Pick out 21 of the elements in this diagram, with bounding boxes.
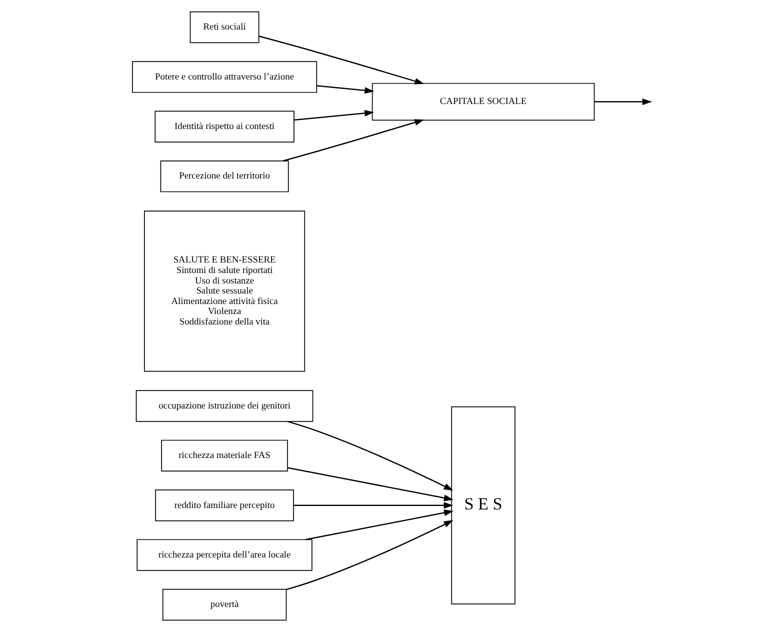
node-box: SALUTE E BEN-ESSERE Sintomi di salute riportati Uso di sostanze Salute sessuale Alimentazione attività fisica Violenza Soddisfazione della vita — [144, 210, 306, 372]
node-box: ricchezza percepita dell’area locale — [136, 539, 312, 571]
arrow — [258, 36, 424, 84]
node-box: ricchezza materiale FAS — [161, 440, 288, 472]
node-box: Potere e controllo attraverso l’azione — [132, 61, 318, 93]
node-box: povertà — [162, 588, 287, 621]
arrow — [294, 502, 454, 509]
arrow — [288, 467, 454, 502]
arrow — [286, 520, 454, 590]
arrow — [294, 110, 374, 121]
node-box: Reti sociali — [190, 11, 260, 44]
arrow — [282, 119, 424, 162]
arrow — [305, 510, 454, 540]
arrow — [316, 85, 374, 94]
node-box: CAPITALE SOCIALE — [372, 82, 595, 121]
node-box: Identità rispetto ai contesti — [154, 110, 294, 142]
node-box: occupazione istruzione dei genitori — [136, 390, 314, 422]
node-box: Percezione del territorio — [160, 160, 289, 192]
arrow — [287, 420, 454, 491]
node-box: reddito familiare percepito — [155, 490, 294, 522]
node-box: S E S — [451, 406, 516, 604]
